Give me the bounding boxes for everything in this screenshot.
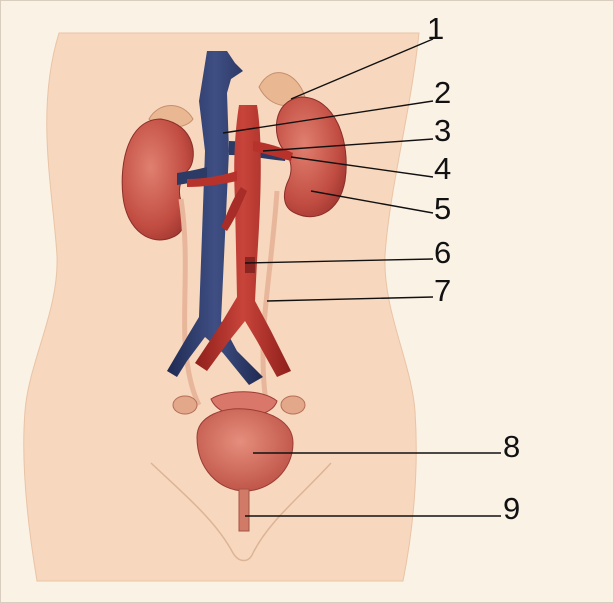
label-9: 9 [503,491,520,526]
urethra [239,489,249,531]
label-5: 5 [434,191,451,226]
gonadal-artery-stub [245,257,255,273]
label-2: 2 [434,75,451,110]
label-1: 1 [427,11,444,46]
label-7: 7 [434,273,451,308]
label-3: 3 [434,113,451,148]
ovary-left [173,396,197,414]
label-8: 8 [503,429,520,464]
ovary-right [281,396,305,414]
label-6: 6 [434,235,451,270]
label-4: 4 [434,151,451,186]
